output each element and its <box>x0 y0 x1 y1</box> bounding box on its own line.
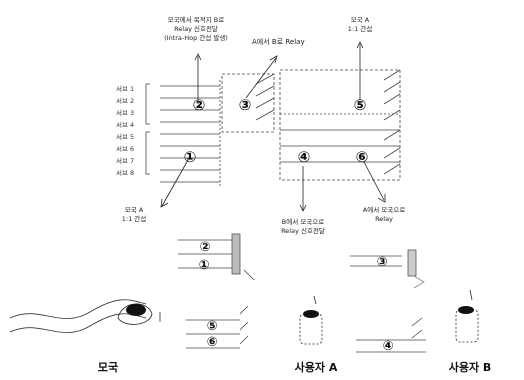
lower-step-3: ③ <box>376 255 387 270</box>
base-antenna-blob <box>126 304 146 316</box>
svg-text:B에서 모국으로: B에서 모국으로 <box>282 217 324 226</box>
sub-label-3: 서브 3 <box>116 108 134 117</box>
lower-step-5: ⑤ <box>206 319 217 334</box>
sub-label-4: 서브 4 <box>116 120 134 129</box>
svg-text:1:1 간섭: 1:1 간섭 <box>122 214 147 223</box>
user-b-antenna-blob <box>458 306 474 314</box>
sub-label-7: 서브 7 <box>116 156 134 165</box>
user-a-antenna-blob <box>303 310 319 318</box>
step-6-marker: ⑥ <box>356 148 369 166</box>
svg-text:모국 A: 모국 A <box>125 206 144 214</box>
caption-base: 모국 <box>98 361 118 374</box>
top-arrows <box>195 42 363 104</box>
caption-user-a: 사용자 A <box>295 360 338 374</box>
annotation-bottom-right: A에서 모국으로 Relay <box>363 205 405 223</box>
step-3-marker: ③ <box>239 96 252 114</box>
svg-text:A에서 모국으로: A에서 모국으로 <box>363 205 405 214</box>
annotation-bottom-left: 모국 A 1:1 간섭 <box>122 206 147 223</box>
annotation-top-mid: A에서 B로 Relay <box>252 37 305 46</box>
caption-user-b: 사용자 B <box>449 360 492 374</box>
sub-label-1: 서브 1 <box>116 84 134 93</box>
svg-text:모국 A: 모국 A <box>351 16 370 24</box>
step-5-marker: ⑤ <box>354 96 367 114</box>
sub-label-2: 서브 2 <box>116 96 134 105</box>
bottom-arrows <box>161 160 385 211</box>
svg-text:1:1 간섭: 1:1 간섭 <box>348 24 373 33</box>
annotation-top-left: 모국에서 목적지 B로 Relay 신호전달 (Intra-Hop 간섭 발생) <box>164 15 228 42</box>
lower-step-6: ⑥ <box>206 335 217 350</box>
user-a-device <box>300 296 322 344</box>
step-1-marker: ① <box>184 148 197 166</box>
lower-box-left-top <box>178 234 254 280</box>
lower-step-4: ④ <box>382 339 393 354</box>
svg-text:Relay 신호전달: Relay 신호전달 <box>281 226 325 235</box>
annotation-bottom-mid: B에서 모국으로 Relay 신호전달 <box>281 217 325 235</box>
svg-text:모국에서 목적지 B로: 모국에서 목적지 B로 <box>168 15 224 24</box>
lower-step-1: ① <box>198 258 209 273</box>
left-grid <box>160 80 220 186</box>
annotation-top-right: 모국 A 1:1 간섭 <box>348 16 373 33</box>
sub-label-6: 서브 6 <box>116 144 134 153</box>
svg-text:Relay: Relay <box>375 215 393 223</box>
left-brackets <box>146 84 150 174</box>
step-4-marker: ④ <box>298 148 311 166</box>
svg-text:(Intra-Hop 간섭 발생): (Intra-Hop 간섭 발생) <box>164 33 228 42</box>
svg-text:Relay 신호전달: Relay 신호전달 <box>174 24 218 33</box>
subchannel-labels: 서브 1 서브 2 서브 3 서브 4 서브 5 서브 6 서브 7 서브 8 <box>116 84 134 177</box>
lower-step-2: ② <box>199 240 210 255</box>
sub-label-5: 서브 5 <box>116 132 134 141</box>
step-2-marker: ② <box>193 96 206 114</box>
user-b-device <box>456 290 478 342</box>
sub-label-8: 서브 8 <box>116 168 134 177</box>
